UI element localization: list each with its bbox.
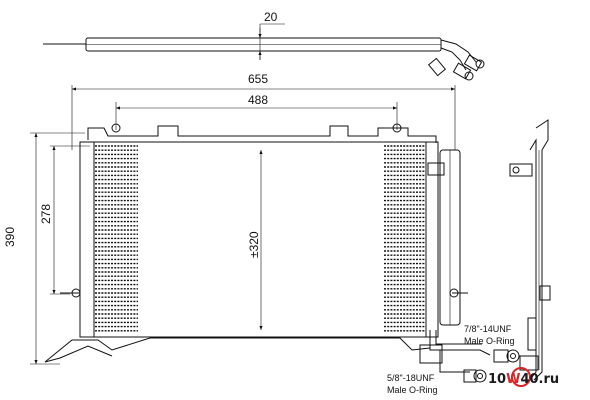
height-dimensions: 390 278 ±320 bbox=[3, 132, 263, 365]
lower-fitting-seal: Male O-Ring bbox=[387, 385, 438, 395]
side-view bbox=[509, 119, 551, 383]
dim-overall-width: 655 bbox=[248, 72, 268, 86]
dim-overall-height: 390 bbox=[3, 227, 17, 247]
site-watermark-logo: 10W40.ru bbox=[488, 367, 559, 387]
fitting-notes: 7/8"-14UNF Male O-Ring 5/8"-18UNF Male O… bbox=[387, 324, 515, 395]
right-fin-block bbox=[384, 145, 425, 332]
upper-fitting-seal: Male O-Ring bbox=[464, 336, 515, 346]
upper-fitting-thread: 7/8"-14UNF bbox=[464, 324, 512, 334]
left-fin-block bbox=[95, 145, 138, 332]
width-dimensions: 655 488 bbox=[71, 72, 456, 150]
top-profile-view: 20 bbox=[43, 10, 485, 81]
dim-mount-height: 278 bbox=[39, 204, 53, 224]
lower-fitting-icon bbox=[419, 344, 487, 383]
watermark-suffix: .ru bbox=[539, 372, 560, 387]
upper-fitting-icon bbox=[493, 349, 520, 363]
watermark-number: 40 bbox=[520, 372, 538, 387]
watermark-middle: W bbox=[506, 372, 520, 387]
watermark-prefix: 10 bbox=[488, 372, 506, 387]
svg-text:10W40.ru: 10W40.ru bbox=[488, 372, 559, 387]
top-fitting-icon bbox=[427, 54, 485, 81]
condenser-front-view bbox=[44, 123, 520, 383]
dim-mount-width: 488 bbox=[248, 93, 268, 107]
lower-fitting-thread: 5/8"-18UNF bbox=[387, 373, 435, 383]
dim-core-height: ±320 bbox=[247, 231, 261, 258]
dim-top-offset: 20 bbox=[264, 10, 278, 24]
